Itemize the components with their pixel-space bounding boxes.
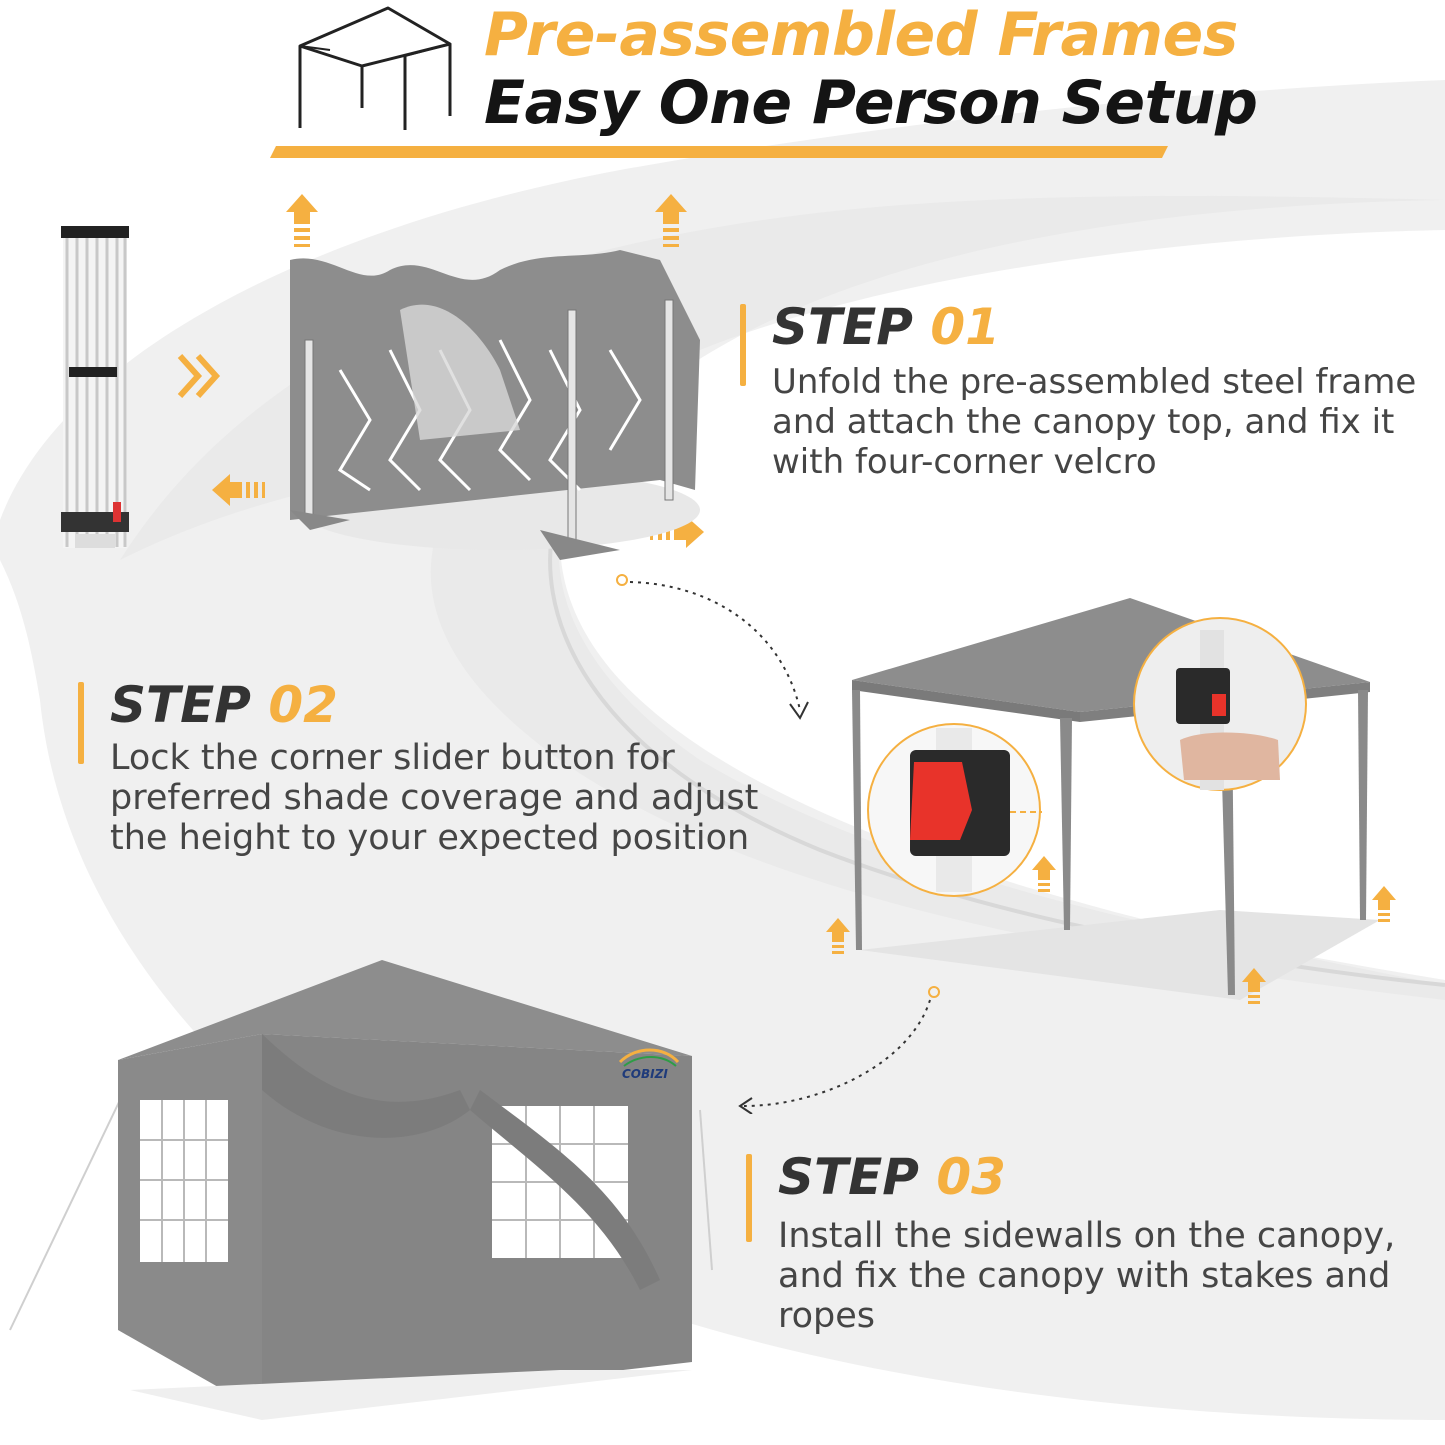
step-01-heading: STEP 01 [772,298,1000,356]
step-01-number: 01 [930,298,1000,356]
step-02-text: Lock the corner slider button for prefer… [110,738,759,858]
step-01: STEP 01 Unfold the pre-assembled steel f… [740,298,1440,494]
step-01-text: Unfold the pre-assembled steel frame and… [772,362,1417,482]
step-03: STEP 03 Install the sidewalls on the can… [746,1148,1436,1354]
up-arrow-icon [655,194,687,224]
up-arrow-icon [286,194,318,224]
header-title-line2: Easy One Person Setup [484,68,1258,138]
step-03-heading: STEP 03 [778,1148,1006,1206]
folded-frame-image [61,226,129,548]
step-02-label: STEP [110,676,251,734]
step-02-number: 02 [268,676,338,734]
dotted-curved-arrow-icon [738,986,940,1114]
dotted-curved-arrow-icon [616,574,809,720]
step-01-label: STEP [772,298,913,356]
brand-logo-text: COBIZI [622,1067,668,1081]
expanded-canopy-image [826,598,1396,1004]
step-01-accent-bar [740,304,746,386]
expanding-canopy-image [212,194,704,560]
header-title-line1: Pre-assembled Frames [484,0,1238,70]
step-02-heading: STEP 02 [110,676,338,734]
canopy-with-sidewalls-image: COBIZI [9,960,713,1420]
left-arrow-icon [212,474,242,506]
step-03-number: 03 [936,1148,1006,1206]
step-02-accent-bar [78,682,84,764]
header-underline [270,146,1168,158]
step-03-text: Install the sidewalls on the canopy, and… [778,1216,1396,1336]
canopy-frame-outline-icon [298,6,452,130]
step-03-accent-bar [746,1154,752,1242]
double-chevron-right-icon [177,353,221,399]
step-03-label: STEP [778,1148,919,1206]
step-02: STEP 02 Lock the corner slider button fo… [78,676,778,912]
